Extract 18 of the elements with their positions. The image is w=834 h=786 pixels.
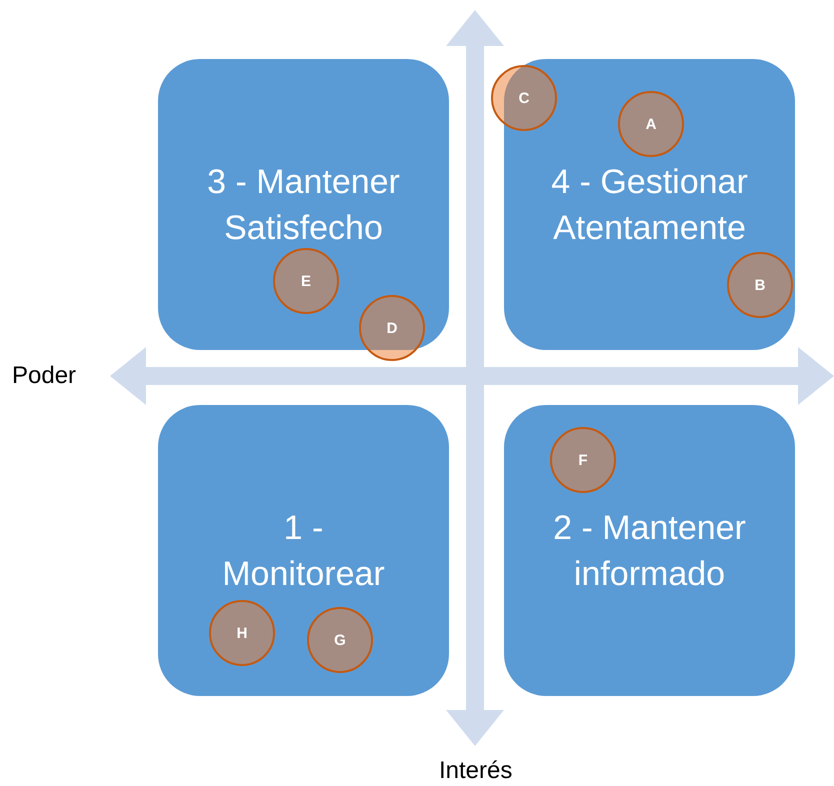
stakeholder-circle: H	[209, 600, 275, 666]
stakeholder-circle: F	[550, 427, 616, 493]
axis-label: Poder	[12, 362, 76, 390]
quadrant-title: 2 - Mantener informado	[552, 508, 747, 594]
stakeholder-circle: D	[359, 295, 425, 361]
quadrant-box	[504, 405, 795, 696]
quadrant-title: 4 - Gestionar Atentamente	[550, 162, 749, 248]
stakeholder-circle: A	[618, 91, 684, 157]
stakeholder-circle: B	[727, 252, 793, 318]
stakeholder-circle: E	[273, 248, 339, 314]
quadrant-box	[158, 59, 449, 350]
quadrant-box	[504, 59, 795, 350]
quadrant-title: 1 - Monitorear	[221, 508, 386, 594]
quadrant-box	[158, 405, 449, 696]
stakeholder-circle: C	[491, 65, 557, 131]
quadrant-title: 3 - Mantener Satisfecho	[206, 162, 401, 248]
axis-label: Interés	[439, 757, 512, 785]
stakeholder-circle: G	[307, 607, 373, 673]
